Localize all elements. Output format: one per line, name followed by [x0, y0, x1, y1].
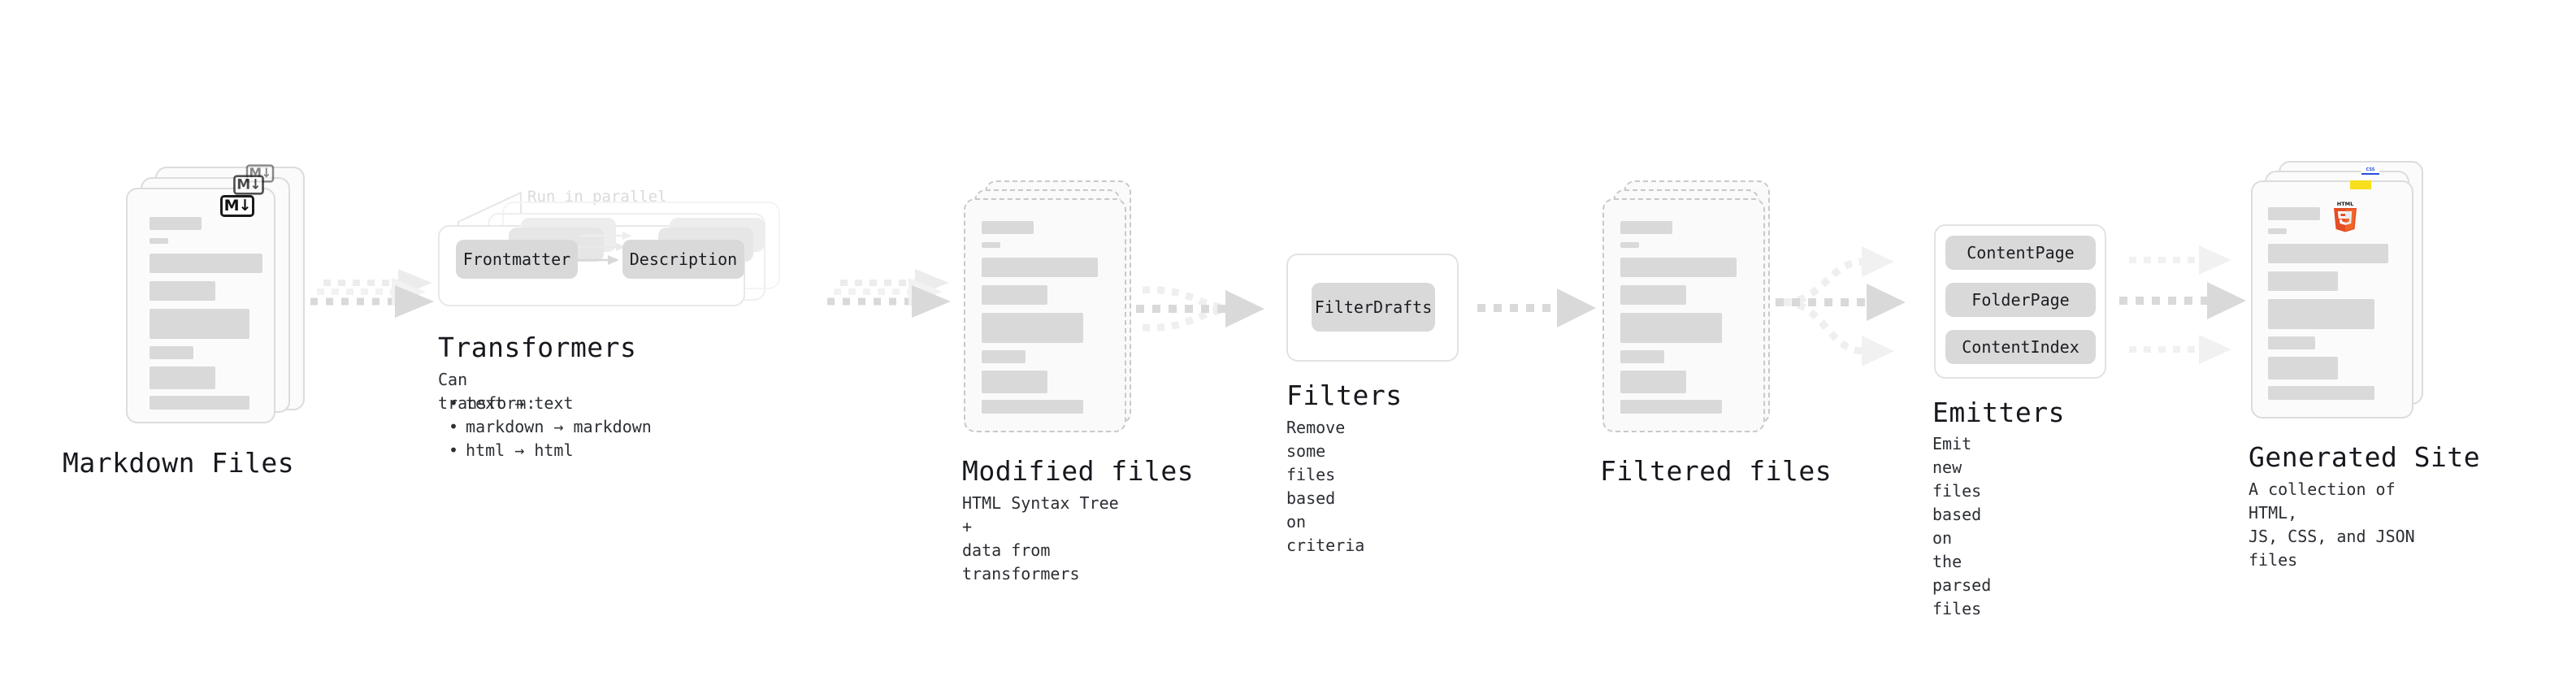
css-icon-rule — [2361, 173, 2379, 175]
stage-title: Transformers — [438, 332, 637, 363]
transformer-node-frontmatter[interactable]: Frontmatter — [456, 240, 578, 279]
stage-subtitle: Emit new files based on the parsed files — [1932, 434, 1992, 618]
stage-subtitle: HTML Syntax Tree + data from transformer… — [962, 493, 1119, 583]
markdown-icon-glyph: M↓ — [223, 197, 252, 215]
emitter-node-contentpage[interactable]: ContentPage — [1945, 236, 2096, 270]
document-card-front — [126, 188, 275, 423]
list-item: html → html — [449, 439, 652, 462]
stage-subtitle: Remove some files based on criteria — [1286, 418, 1365, 555]
run-in-parallel-label: Run in parallel — [527, 188, 667, 206]
stage-title: Generated Site — [2249, 441, 2481, 473]
list-item: text → text — [449, 392, 652, 415]
document-card-front — [964, 198, 1126, 432]
stage-filtered-files: Filtered files — [1600, 180, 1832, 487]
js-icon — [2350, 180, 2371, 189]
stage-title: Markdown Files — [63, 447, 295, 479]
document-content-bars — [128, 189, 274, 422]
markdown-icon-glyph: M↓ — [236, 176, 261, 193]
list-item: markdown → markdown — [449, 415, 652, 439]
stage-generated-site: CSS HTML Generated Site A collection of … — [2249, 161, 2480, 570]
emitter-node-folderpage[interactable]: FolderPage — [1945, 283, 2096, 317]
connector-filters-to-filtered — [1477, 288, 1596, 327]
connector-filtered-to-emitters — [1776, 246, 1906, 367]
stage-markdown-files: M↓ M↓ M↓ Markdown Files — [63, 164, 305, 479]
stage-title: Emitters — [1932, 397, 2065, 428]
connector-markdown-to-transformers — [310, 269, 434, 318]
filter-node-filterdrafts[interactable]: FilterDrafts — [1312, 283, 1435, 332]
css-icon: CSS — [2361, 167, 2379, 175]
emitter-node-contentindex[interactable]: ContentIndex — [1945, 330, 2096, 364]
transformer-capability-list: text → text markdown → markdown html → h… — [449, 392, 652, 462]
stage-title: Modified files — [962, 455, 1195, 487]
svg-text:HTML: HTML — [2337, 201, 2353, 207]
stage-subtitle: A collection of HTML, JS, CSS, and JSON … — [2249, 479, 2415, 570]
markdown-icon: M↓ — [220, 195, 254, 217]
stage-title: Filters — [1286, 380, 1403, 411]
transformer-node-description[interactable]: Description — [622, 240, 744, 279]
html5-icon: HTML — [2334, 201, 2357, 232]
stage-modified-files: Modified files HTML Syntax Tree + data f… — [962, 180, 1194, 583]
markdown-icon-back-1: M↓ — [233, 175, 264, 195]
css-icon-label: CSS — [2366, 167, 2375, 172]
document-content-bars — [1604, 200, 1763, 431]
document-content-bars — [965, 200, 1125, 431]
connector-transformers-to-modified — [827, 269, 951, 318]
document-card-front — [1602, 198, 1765, 432]
stage-title: Filtered files — [1600, 455, 1832, 487]
document-content-bars — [2253, 182, 2412, 417]
document-card-front — [2251, 180, 2413, 419]
connector-modified-to-filters — [1136, 286, 1264, 332]
